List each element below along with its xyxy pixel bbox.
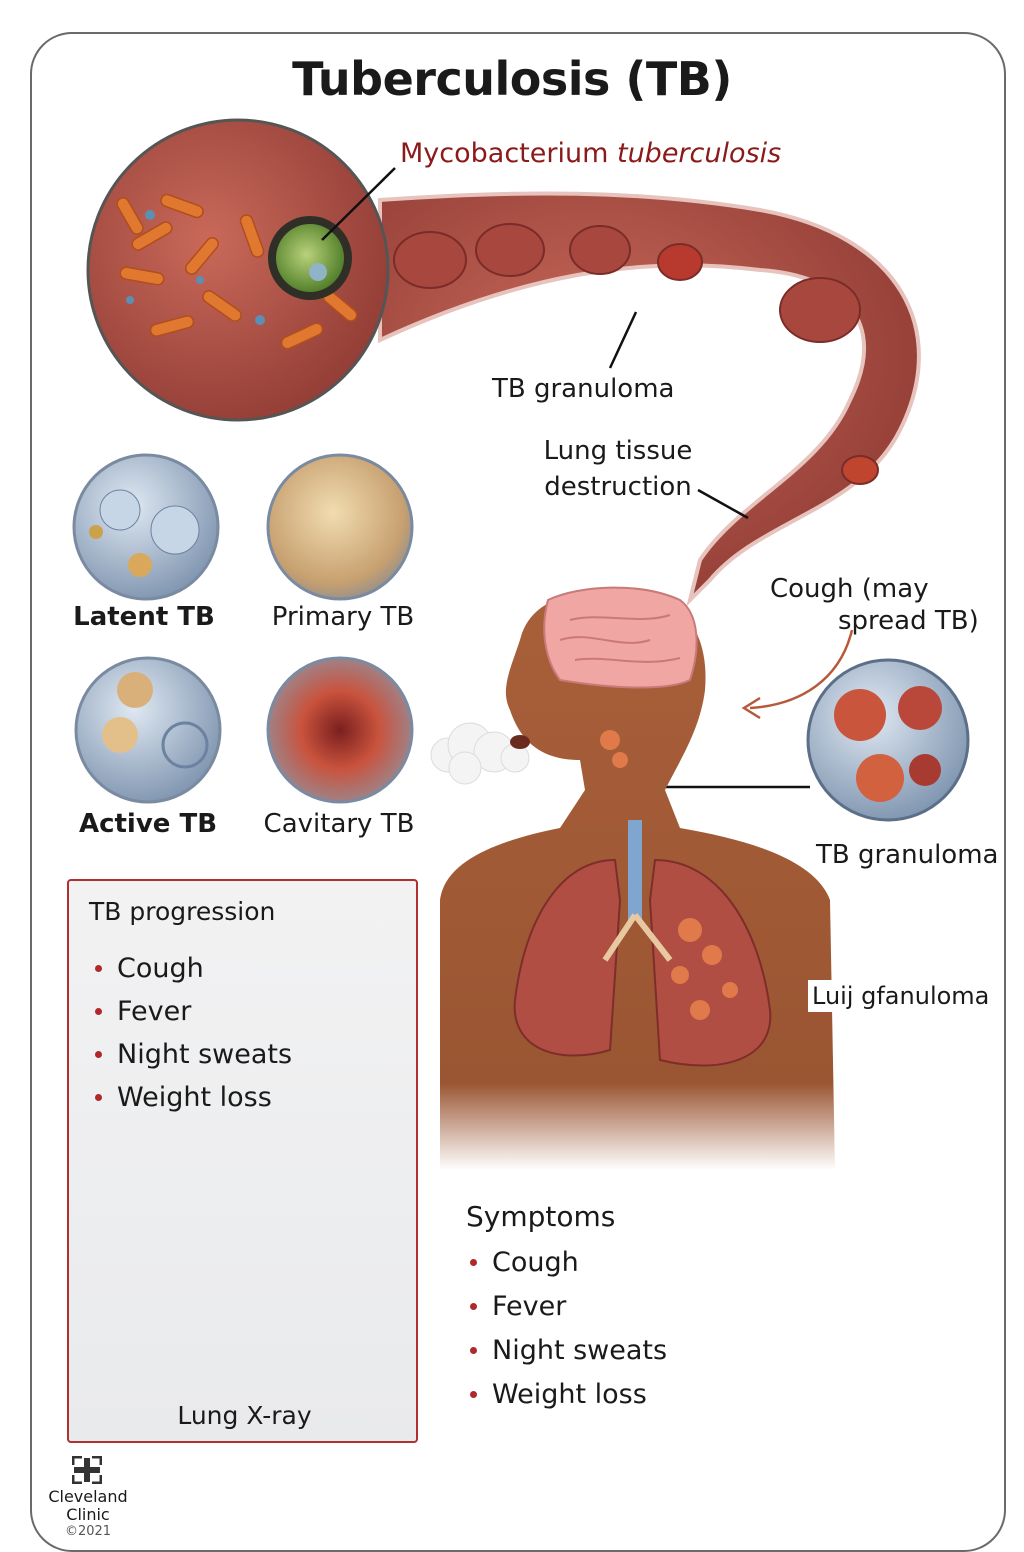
stage-cavitary-label: Cavitary TB: [263, 809, 415, 839]
list-item: Fever: [466, 1285, 667, 1329]
brand-name-line2: Clinic: [66, 1505, 110, 1524]
lung-granuloma-label: Luĳ gfanuloma: [808, 980, 994, 1012]
stage-active-label: Active TB: [78, 809, 218, 839]
progression-list: Cough Fever Night sweats Weight loss: [91, 947, 292, 1119]
progression-heading: TB progression: [89, 897, 276, 926]
cough-arrow: [749, 629, 854, 710]
page-title: Tuberculosis (TB): [292, 52, 732, 106]
bacteria: [116, 193, 358, 350]
list-item: Night sweats: [466, 1329, 667, 1373]
airway-tube: [378, 191, 921, 607]
stage-latent-circle: [72, 453, 220, 601]
stage-cavitary-circle: [266, 656, 414, 804]
cleveland-clinic-logo-icon: [72, 1456, 102, 1484]
stage-primary-label: Primary TB: [271, 602, 415, 632]
tb-granuloma-side-label: TB granuloma: [816, 840, 999, 870]
list-item: Night sweats: [91, 1033, 292, 1076]
stage-latent-label: Latent TB: [73, 602, 215, 632]
list-item: Cough: [91, 947, 292, 990]
cough-cloud: [430, 722, 530, 785]
brand-name-line1: Cleveland: [48, 1487, 128, 1506]
symptoms-heading: Symptoms: [466, 1200, 616, 1233]
symptoms-list: Cough Fever Night sweats Weight loss: [466, 1241, 667, 1417]
cough-label: Cough (may: [770, 574, 929, 604]
list-item: Fever: [91, 990, 292, 1033]
airway-cells: [393, 223, 879, 485]
organism-label: Mycobacterium tuberculosis: [400, 138, 782, 169]
lung-destruction-label-1: Lung tissue: [543, 436, 693, 466]
copyright-year: ©2021: [64, 1524, 112, 1539]
stage-active-circle: [74, 656, 222, 804]
lung-destruction-label-2: destruction: [544, 472, 692, 502]
tb-granuloma-top-label: TB granuloma: [492, 374, 675, 404]
magnified-tissue: [86, 118, 390, 422]
list-item: Weight loss: [91, 1076, 292, 1119]
progression-panel: TB progression Cough Fever Night sweats …: [67, 879, 418, 1443]
stage-primary-circle: [266, 453, 414, 601]
list-item: Weight loss: [466, 1373, 667, 1417]
xray-caption: Lung X-ray: [177, 1401, 312, 1430]
spread-label: spread TB): [838, 606, 979, 636]
human-figure: [440, 586, 835, 1170]
list-item: Cough: [466, 1241, 667, 1285]
granuloma-closeup: [806, 658, 970, 822]
